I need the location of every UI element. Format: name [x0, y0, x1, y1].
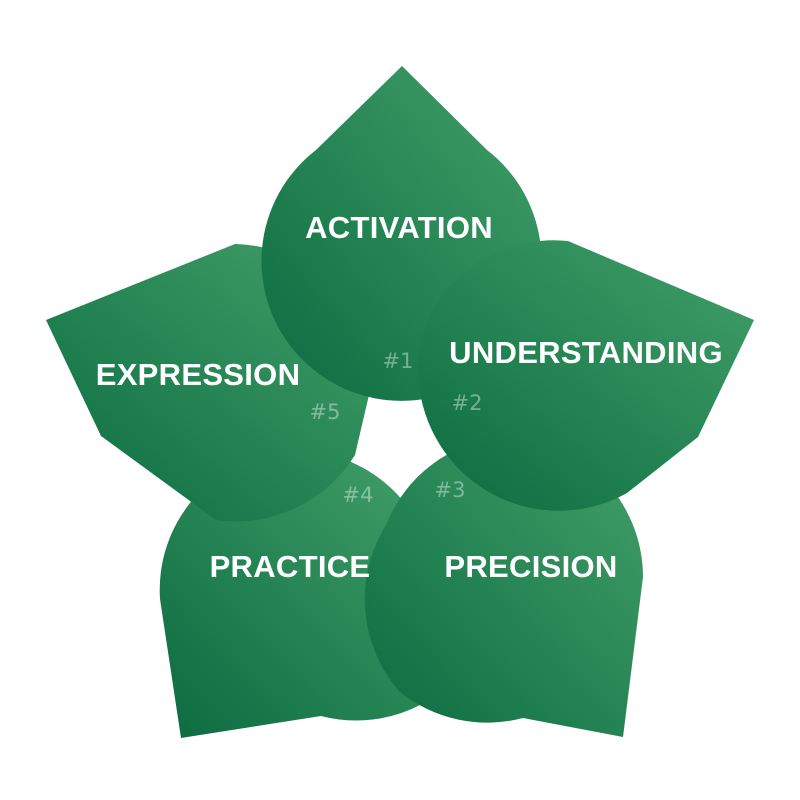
petal-number-expression: #5 [310, 400, 341, 424]
petal-number-understanding: #2 [452, 391, 483, 415]
petal-understanding [418, 240, 754, 511]
petal-label-precision: PRECISION [444, 549, 617, 584]
petal-number-practice: #4 [343, 483, 374, 507]
petal-number-activation: #1 [383, 349, 414, 373]
petal-label-understanding: UNDERSTANDING [449, 335, 723, 370]
petal-number-precision: #3 [435, 478, 466, 502]
petal-label-practice: PRACTICE [210, 549, 371, 584]
petal-label-expression: EXPRESSION [96, 357, 301, 392]
petal-precision [364, 436, 643, 737]
petal-practice [159, 450, 435, 738]
petal-label-activation: ACTIVATION [305, 210, 493, 245]
